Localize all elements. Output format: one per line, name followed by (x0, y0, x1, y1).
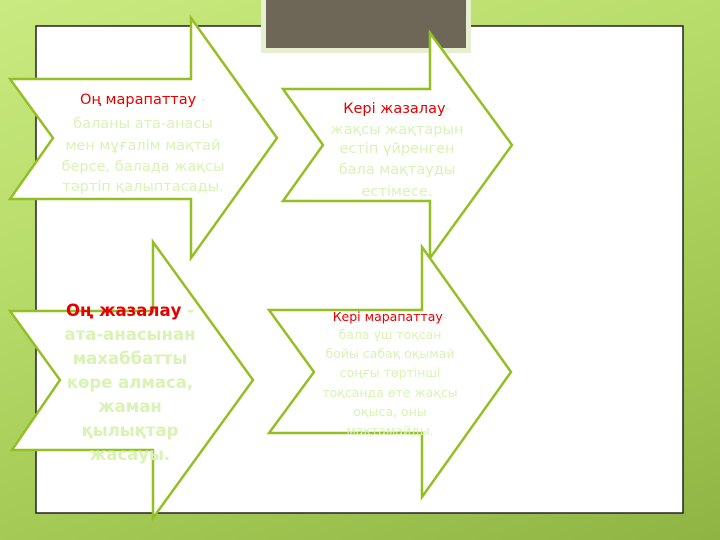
body-line: берсе, балада жақсы (62, 159, 225, 175)
separator: - (446, 101, 451, 117)
body-line: баланы ата-анасы (73, 116, 213, 132)
term: Оң жазалау (66, 301, 182, 320)
arrow-term-line: Кері марапаттау- (333, 309, 448, 324)
body-line: мақтамайды. (346, 423, 433, 438)
body-line: көре алмаса, (67, 373, 193, 392)
body-line: тоқсанда өте жақсы (322, 385, 457, 400)
term: Оң марапаттау (80, 92, 197, 108)
arrow-term-line: Оң жазалау - (66, 301, 194, 320)
body-line: жасауы. (90, 445, 170, 464)
body-line: соңғы төртінші (340, 365, 441, 380)
term: Кері марапаттау (333, 309, 444, 324)
separator: - (196, 92, 206, 108)
arrow-term-line: Оң марапаттау - (80, 92, 206, 108)
body-line: естімесе. (362, 184, 433, 200)
body-line: естіп үйренген (339, 141, 454, 157)
body-line: мен мұғалім мақтай (65, 138, 220, 154)
body-line: ата-анасынан (65, 325, 196, 344)
arrow-positive-reward: Оң марапаттау - баланы ата-анасы мен мұғ… (7, 14, 279, 262)
arrow-positive-punishment: Оң жазалау - ата-анасынан махаббатты көр… (7, 238, 255, 522)
separator: - (443, 309, 448, 324)
arrow-negative-punishment: Кері жазалау- жақсы жақтарын естіп үйрен… (280, 29, 514, 262)
body-line: тәртіп қалыптасады. (62, 179, 223, 195)
body-line: махаббатты (73, 349, 188, 368)
body-line: оқыса, оны (353, 404, 426, 419)
arrow-negative-reward: Кері марапаттау- бала үш тоқсан бойы саб… (266, 243, 513, 501)
arrow-term-line: Кері жазалау- (343, 101, 451, 117)
body-line: бойы сабақ оқымай (325, 346, 454, 361)
body-line: жаман (98, 397, 162, 416)
body-line: қылықтар (82, 421, 179, 440)
body-line: жақсы жақтарын (331, 122, 464, 138)
separator: - (181, 301, 194, 320)
term: Кері жазалау (343, 101, 446, 117)
body-line: бала мақтауды (339, 162, 456, 178)
body-line: бала үш тоқсан (339, 327, 442, 342)
